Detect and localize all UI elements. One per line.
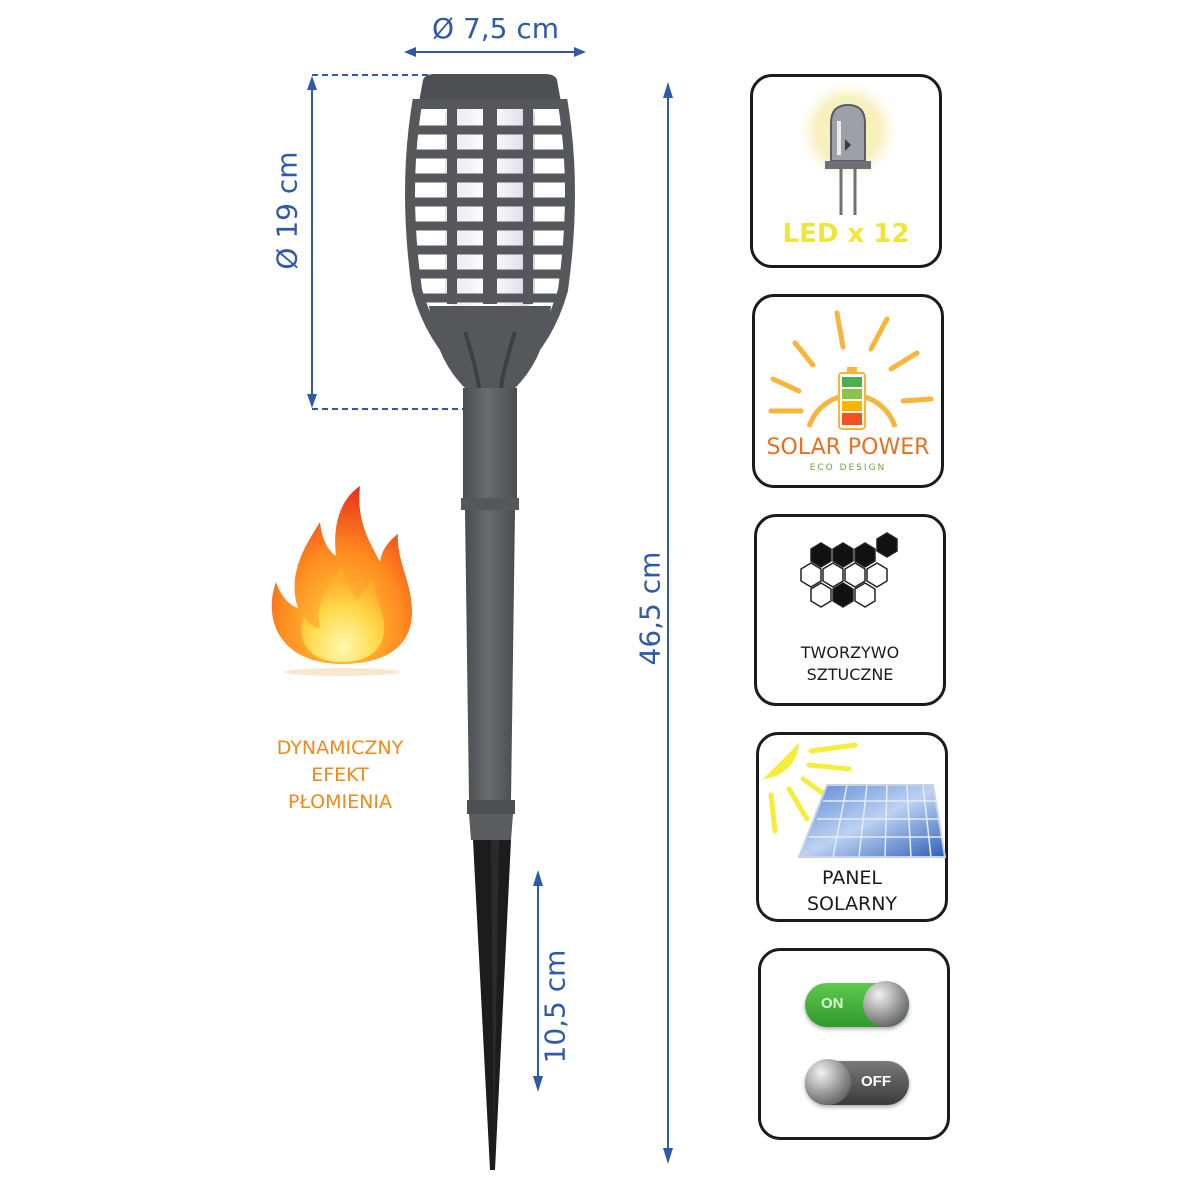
led-bulb-icon [794, 82, 902, 215]
off-label: OFF [861, 1073, 891, 1090]
led-count: x 12 [847, 219, 910, 249]
total-height-arrow [663, 82, 673, 1164]
off-switch-knob-icon [805, 1059, 851, 1105]
material-line1: TWORZYWO [800, 643, 900, 662]
led-caption: LED x 12 [753, 219, 939, 249]
top-diameter-label: Ø 7,5 cm [432, 12, 560, 45]
flame-effect-line2: EFEKT [311, 764, 369, 786]
sun-battery-icon [768, 310, 934, 430]
led-feature-card: LED x 12 [750, 74, 942, 268]
on-label: ON [821, 995, 844, 1012]
hexagon-material-icon [800, 532, 898, 608]
material-line2: SZTUCZNE [806, 665, 894, 684]
off-switch: OFF [805, 1059, 909, 1105]
on-switch: ON [805, 981, 909, 1027]
head-height-label: Ø 19 cm [270, 151, 304, 270]
solar-power-card: SOLAR POWER ECO DESIGN [752, 294, 944, 488]
solar-torch-image [405, 74, 575, 1170]
led-label: LED [782, 219, 839, 249]
panel-line1: PANEL [821, 867, 883, 889]
material-card: TWORZYWO SZTUCZNE [754, 514, 946, 706]
flame-icon [271, 486, 412, 676]
solar-panel-card: PANEL SOLARNY [756, 732, 948, 922]
panel-line2: SOLARNY [806, 893, 898, 915]
flame-effect-line3: PŁOMIENIA [288, 791, 392, 813]
solar-power-subtitle: ECO DESIGN [809, 463, 887, 473]
head-height-guides [307, 74, 490, 410]
solar-power-title: SOLAR POWER [766, 435, 930, 460]
spike-length-arrow [533, 870, 543, 1092]
top-diameter-arrow [404, 47, 586, 57]
flame-effect-line1: DYNAMICZNY [276, 737, 404, 759]
total-height-label: 46,5 cm [633, 551, 667, 666]
on-switch-knob-icon [863, 981, 909, 1027]
solar-panel-icon [763, 742, 947, 858]
switch-card: ON OFF [758, 948, 950, 1140]
